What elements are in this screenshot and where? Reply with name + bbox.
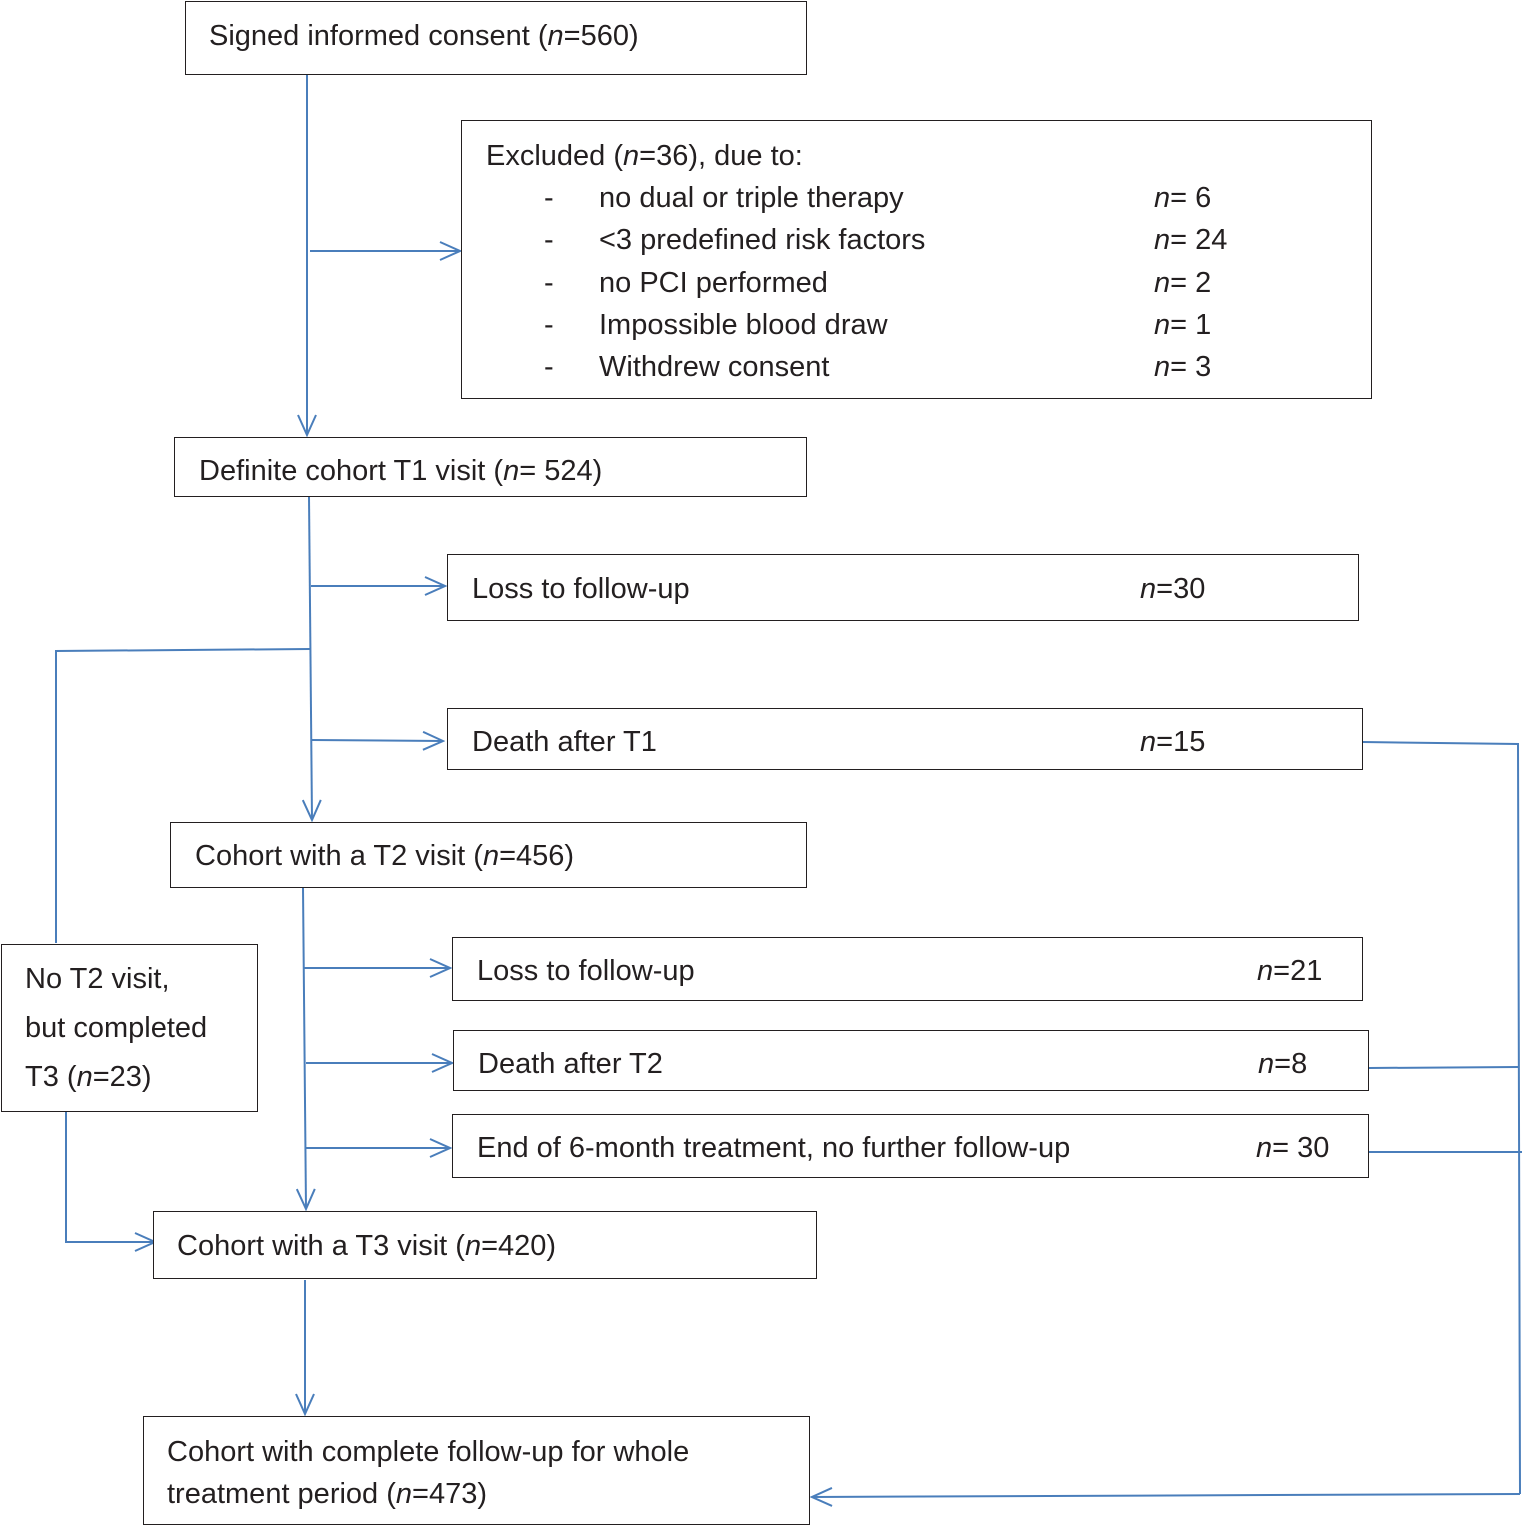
arrow-no-t2-to-t3 (65, 1112, 155, 1242)
death1-label: Death after T1 (472, 726, 657, 758)
t2-text: Cohort with a T2 visit (n=456) (195, 840, 575, 872)
consent-text: Signed informed consent (n=560) (209, 20, 639, 52)
line-t1-to-no-t2 (55, 648, 311, 943)
no-t2-line3: T3 (n=23) (25, 1061, 152, 1093)
arrow-t2-to-t3 (303, 887, 306, 1209)
arrow-to-death1 (310, 740, 443, 741)
arrow-t1-to-t2 (309, 496, 312, 820)
consent-box: Signed informed consent (n=560) (185, 1, 807, 75)
loss1-box: Loss to follow-up n=30 (447, 554, 1359, 621)
death1-count: n=15 (1140, 726, 1206, 758)
t1-box: Definite cohort T1 visit (n= 524) (174, 437, 807, 497)
t2-box: Cohort with a T2 visit (n=456) (170, 822, 807, 888)
death2-label: Death after T2 (478, 1048, 663, 1080)
complete-line2: treatment period (n=473) (167, 1478, 488, 1510)
death2-box: Death after T2 n=8 (453, 1030, 1369, 1091)
no-t2-box: No T2 visit, but completed T3 (n=23) (1, 944, 258, 1112)
line-death2-to-right (1368, 1066, 1520, 1069)
end6-label: End of 6-month treatment, no further fol… (477, 1132, 1071, 1164)
death2-count: n=8 (1258, 1048, 1308, 1080)
loss1-count: n=30 (1140, 573, 1206, 605)
excluded-heading: Excluded (n=36), due to: (486, 140, 803, 172)
line-death1-to-right (1362, 741, 1521, 1495)
excluded-box: Excluded (n=36), due to: -no dual or tri… (461, 120, 1372, 399)
arrow-right-to-complete (812, 1494, 1521, 1497)
complete-line1: Cohort with complete follow-up for whole (167, 1436, 690, 1468)
t3-box: Cohort with a T3 visit (n=420) (153, 1211, 817, 1279)
complete-box: Cohort with complete follow-up for whole… (143, 1416, 810, 1525)
loss1-label: Loss to follow-up (472, 573, 690, 605)
no-t2-line2: but completed (25, 1012, 208, 1044)
t1-text: Definite cohort T1 visit (n= 524) (199, 455, 603, 487)
death1-box: Death after T1 n=15 (447, 708, 1363, 770)
end6-box: End of 6-month treatment, no further fol… (452, 1114, 1369, 1178)
t3-text: Cohort with a T3 visit (n=420) (177, 1230, 557, 1262)
no-t2-line1: No T2 visit, (25, 963, 170, 995)
loss2-label: Loss to follow-up (477, 955, 695, 987)
loss2-box: Loss to follow-up n=21 (452, 937, 1363, 1001)
end6-count: n= 30 (1256, 1132, 1330, 1164)
loss2-count: n=21 (1257, 955, 1323, 987)
